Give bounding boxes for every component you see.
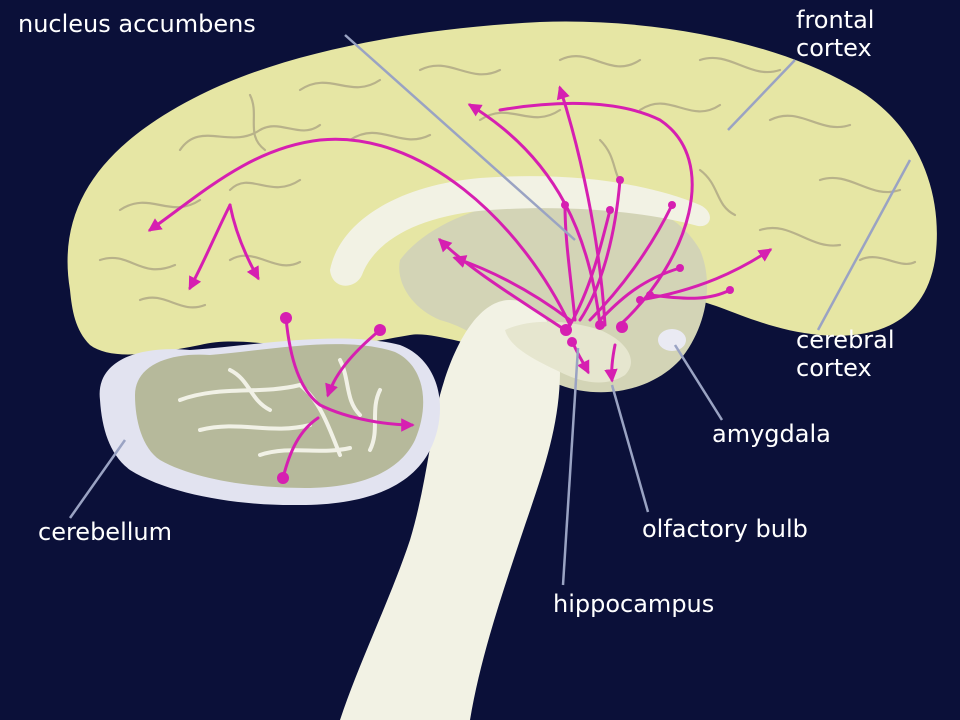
cerebellum-shape <box>99 338 441 506</box>
pathway-node <box>277 472 289 484</box>
pathway-node <box>561 201 569 209</box>
leader-cerebellum <box>68 439 127 519</box>
pathway-node <box>560 324 572 336</box>
leader-cerebral-cortex <box>816 159 912 331</box>
leader-nucleus-accumbens <box>344 34 576 241</box>
pathway-node <box>636 296 644 304</box>
label-olfactory-bulb: olfactory bulb <box>642 515 808 543</box>
label-cerebellum: cerebellum <box>38 518 172 546</box>
label-cerebral-cortex-line1: cerebral <box>796 326 895 354</box>
corpus-callosum <box>330 176 710 286</box>
leader-amygdala <box>673 344 724 421</box>
pathway-nodes <box>277 176 734 484</box>
brainstem <box>340 300 560 720</box>
pathway-node <box>606 206 614 214</box>
leader-olfactory-bulb <box>610 384 650 513</box>
leader-lines <box>68 34 912 586</box>
pathway-fan-1 <box>568 208 612 327</box>
pathway-rear-2 <box>648 288 732 300</box>
pathway-frontal-branch-2 <box>228 203 260 281</box>
label-cerebral-cortex-line2: cortex <box>796 354 872 382</box>
pathway-cerebellum-3 <box>281 416 320 480</box>
pathway-fan-4 <box>563 203 577 322</box>
label-nucleus-accumbens: nucleus accumbens <box>18 10 256 38</box>
pathway-fan-5 <box>598 266 682 322</box>
pathway-node <box>567 337 577 347</box>
amygdala-shape <box>658 329 686 351</box>
pathway-inner-2 <box>452 255 572 322</box>
label-amygdala: amygdala <box>712 420 831 448</box>
label-hippocampus: hippocampus <box>553 590 714 618</box>
pathway-inner-1 <box>438 238 567 332</box>
label-frontal-cortex-line1: frontal <box>796 6 874 34</box>
pathway-frontal-arc <box>147 137 572 327</box>
pathway-node <box>616 176 624 184</box>
pathway-olfactory-2 <box>604 343 618 383</box>
pathway-fan-3 <box>588 203 674 322</box>
pathway-node <box>374 324 386 336</box>
pathway-cerebellum-2 <box>284 316 415 432</box>
pathway-node <box>726 286 734 294</box>
pathway-node <box>668 201 676 209</box>
leader-frontal-cortex <box>727 59 796 131</box>
olfactory-hippocampus-shape <box>505 321 631 383</box>
pathway-posterior-arc <box>498 101 694 327</box>
label-frontal-cortex-line2: cortex <box>796 34 872 62</box>
pathway-frontal-branch-1 <box>188 203 232 291</box>
cortex-folds <box>98 55 917 309</box>
leader-hippocampus <box>561 347 580 586</box>
pathway-node <box>595 320 605 330</box>
pathway-node <box>616 321 628 333</box>
pathway-top-2 <box>556 85 607 327</box>
pathway-node <box>646 291 654 299</box>
pathway-fan-2 <box>578 178 622 322</box>
pathway-node <box>676 264 684 272</box>
pathway-cerebellum-1 <box>325 328 382 398</box>
pathway-node <box>280 312 292 324</box>
